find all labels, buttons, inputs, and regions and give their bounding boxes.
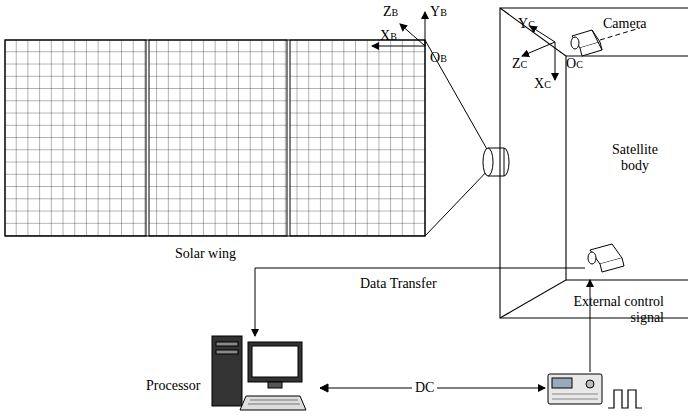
signal-generator [548,374,602,404]
part-label: Camera [603,16,647,32]
satellite-body [500,8,688,318]
axis-label: YB [430,4,447,20]
square-wave [608,390,642,408]
computer-icon [212,336,306,410]
hinge-cylinder [483,148,509,176]
part-label: Processor [146,378,200,394]
data-wire [255,268,590,392]
body-axes [372,12,425,46]
solar-panel [5,40,425,236]
axis-label: ZC [512,56,527,72]
part-label: Solar wing [175,246,236,262]
part-label: External control signal [568,294,664,326]
axis-label: YC [518,16,535,32]
axis-label: XC [534,76,551,92]
axis-label: OC [566,56,583,72]
yoke [425,40,492,236]
camera-axes [522,26,555,80]
axis-label: OB [430,50,447,66]
camera-top [571,28,640,56]
part-label: Satellite body [604,142,666,174]
part-label: Data Transfer [360,276,437,292]
axis-label: ZB [383,4,398,20]
signal-label: DC [412,380,437,396]
axis-label: XB [380,28,397,44]
camera-bottom [588,244,624,272]
